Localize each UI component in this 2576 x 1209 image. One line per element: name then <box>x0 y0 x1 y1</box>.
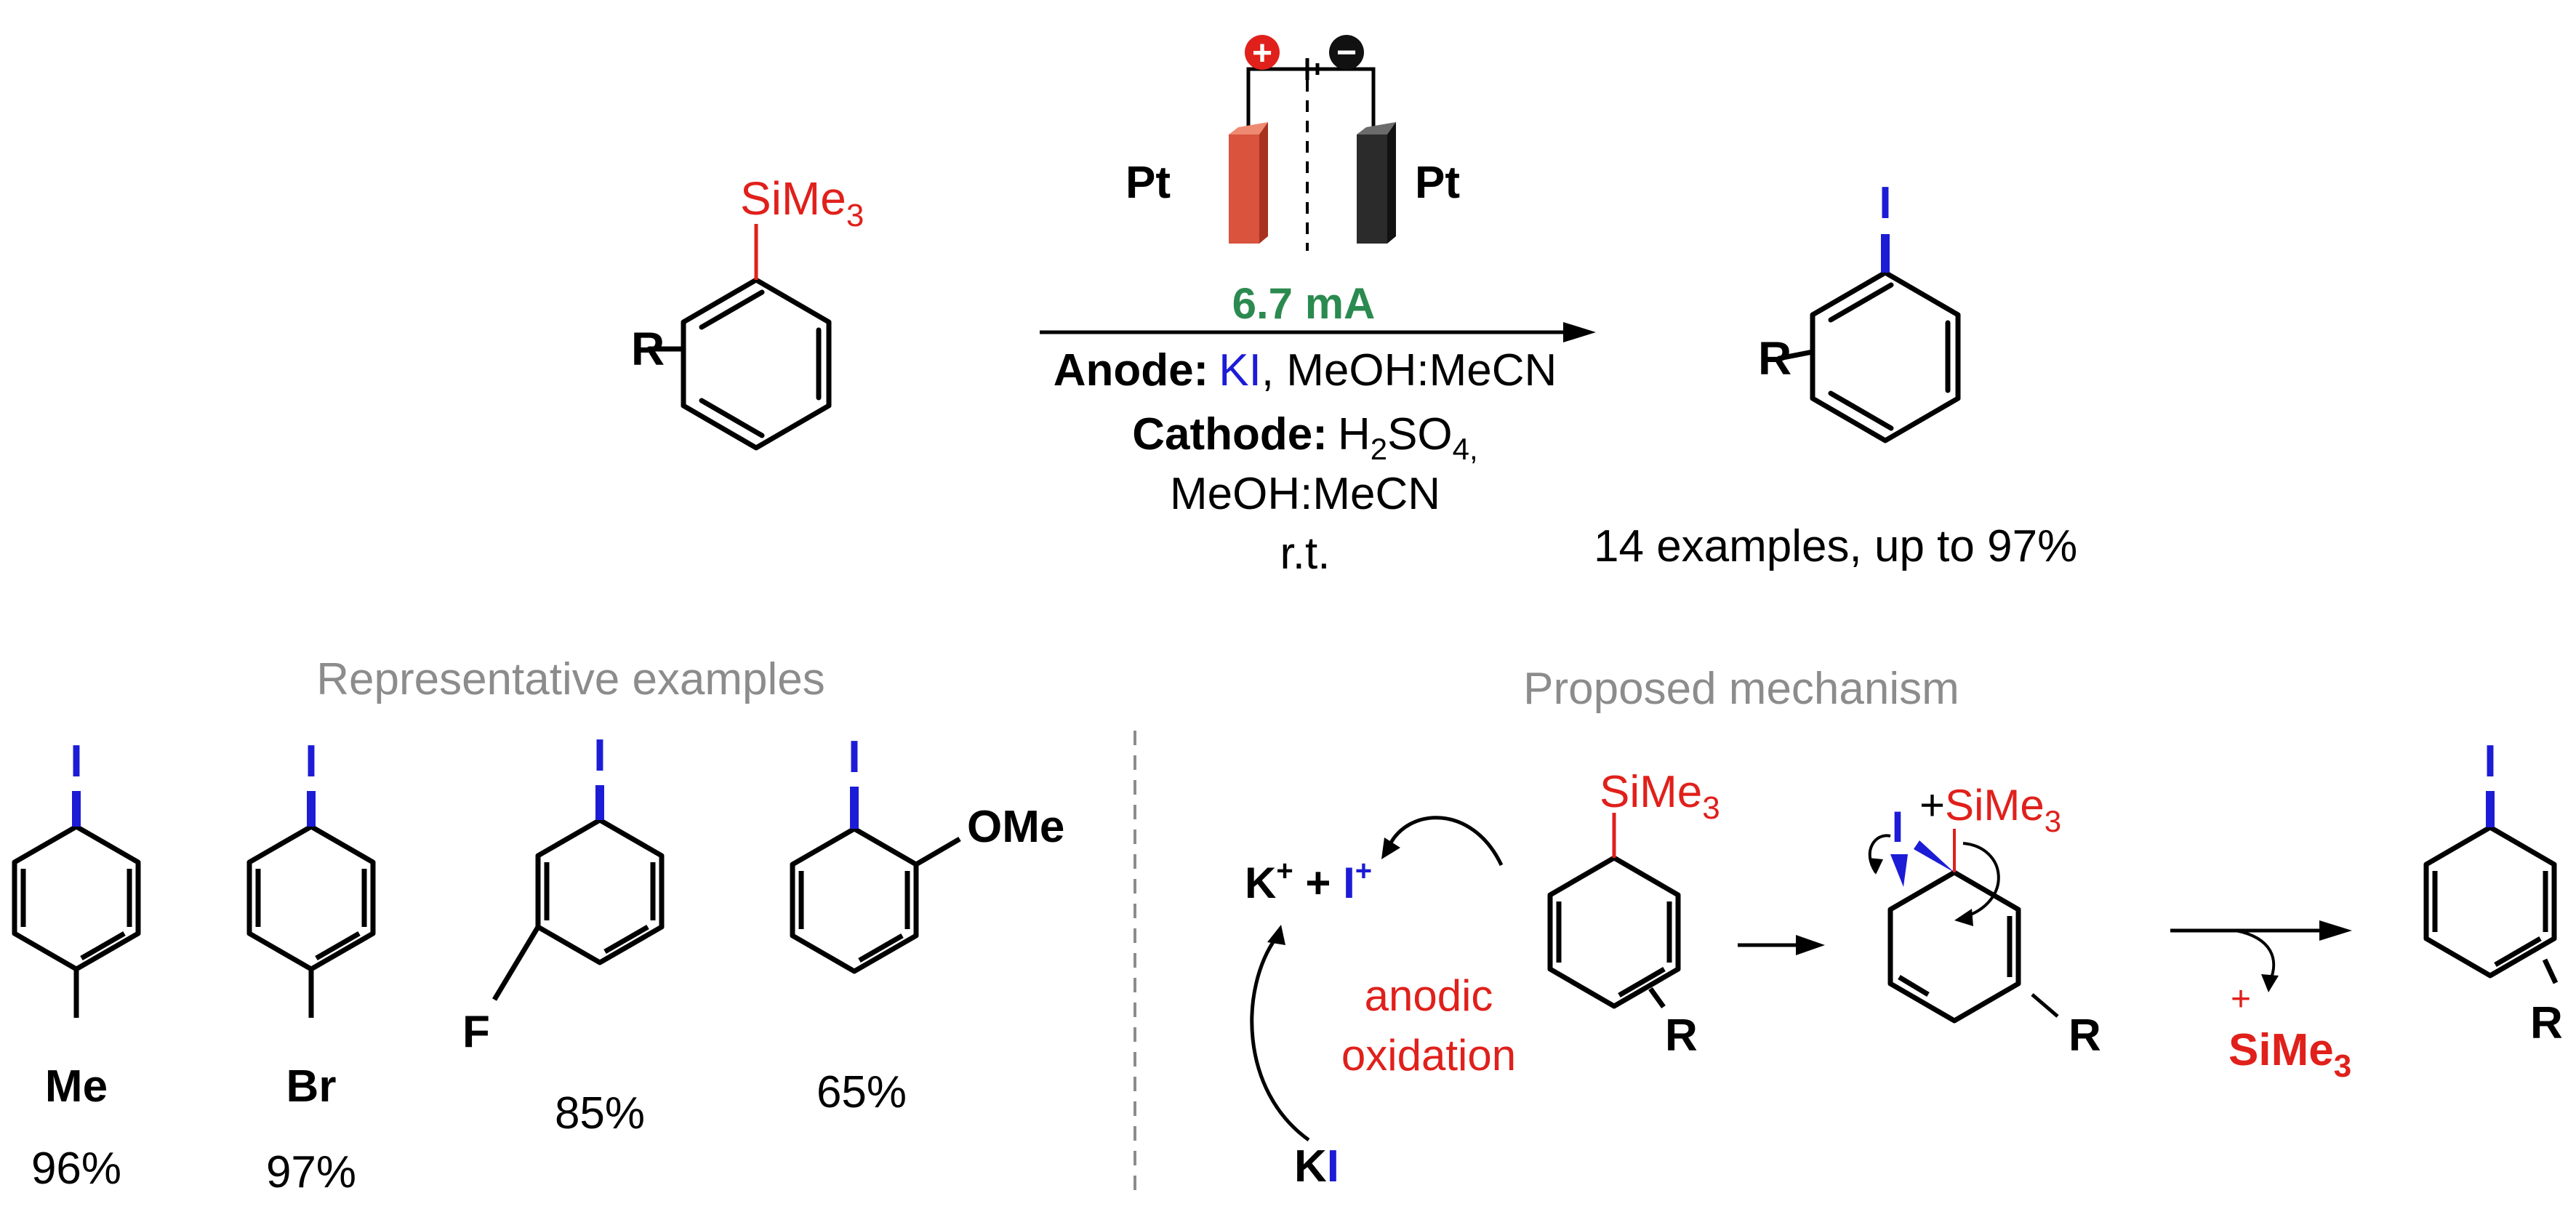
mechanism-r-3: R <box>2530 998 2563 1048</box>
ki-reagent: KI <box>1294 1141 1339 1192</box>
mechanism-r-2: R <box>2069 1011 2101 1061</box>
oxidation-label: oxidation <box>1341 1031 1516 1080</box>
mechanism-product <box>2423 824 2559 984</box>
mechanism-heading: Proposed mechanism <box>1523 664 1959 714</box>
mechanism-aryl-tms <box>1547 855 1681 1009</box>
example-4-iodo: I <box>848 732 860 782</box>
svg-text:−: − <box>1336 33 1357 72</box>
electrophile-arrow <box>1387 816 1504 867</box>
mechanism-r-1: R <box>1665 1011 1698 1061</box>
cathode-solvent: MeOH:MeCN <box>1170 469 1440 519</box>
example-1-substituent: Me <box>45 1061 108 1112</box>
tms-label: SiMe3 <box>740 172 864 233</box>
example-4-yield: 65% <box>816 1067 907 1117</box>
examples-heading: Representative examples <box>316 654 825 704</box>
anode-conditions: Anode:KI, MeOH:MeCN <box>1054 345 1557 395</box>
example-2-iodo: I <box>305 736 317 787</box>
cathode-electrode <box>1357 134 1387 244</box>
example-4-substituent: OMe <box>967 802 1064 852</box>
example-1-yield: 96% <box>31 1144 121 1194</box>
example-2-yield: 97% <box>266 1147 356 1197</box>
iodine-wedge <box>1890 854 1908 887</box>
starting-material <box>646 277 832 451</box>
wheland-iodo: I <box>1892 803 1904 851</box>
product-structure <box>1776 270 1961 443</box>
anode-electrode <box>1229 134 1259 244</box>
product-iodo-label: I <box>1879 178 1891 228</box>
k-plus-i-plus: K+ + I+ <box>1245 855 1372 907</box>
leaving-group-tms: SiMe3 <box>2228 1025 2351 1084</box>
example-3-yield: 85% <box>555 1088 645 1138</box>
r-group-label: R <box>631 323 665 375</box>
example-3-substituent: F <box>462 1007 490 1057</box>
example-3-iodo: I <box>593 731 606 781</box>
temperature: r.t. <box>1280 529 1331 579</box>
svg-text:+: + <box>1252 34 1272 73</box>
current-label: 6.7 mA <box>1232 279 1376 328</box>
electrochemical-cell: + − <box>1229 33 1396 251</box>
example-3-structure <box>491 817 665 1001</box>
example-1-structure <box>12 824 141 1018</box>
product-r-label: R <box>1758 332 1791 385</box>
right-electrode-label: Pt <box>1415 158 1460 208</box>
left-electrode-label: Pt <box>1126 158 1171 208</box>
negative-terminal-icon <box>1329 35 1364 70</box>
leaving-group-plus: + <box>2231 980 2251 1019</box>
example-2-substituent: Br <box>286 1061 337 1112</box>
elimination-arrow-2 <box>1962 842 2000 919</box>
mechanism-product-iodo: I <box>2484 736 2496 787</box>
oxidation-arrow <box>1250 936 1310 1142</box>
scope-summary: 14 examples, up to 97% <box>1594 521 2077 571</box>
anodic-label: anodic <box>1365 971 1493 1020</box>
mechanism-tms-label: SiMe3 <box>1600 767 1720 826</box>
positive-terminal-icon <box>1245 35 1280 70</box>
example-4-structure <box>790 826 961 974</box>
example-2-structure <box>246 824 376 1018</box>
example-1-iodo: I <box>70 736 82 787</box>
cathode-conditions: Cathode:H2SO4, <box>1132 409 1477 466</box>
wheland-tms-label: +SiMe3 <box>1919 781 2061 838</box>
wedge-bond <box>1914 840 1954 872</box>
wheland-intermediate <box>1887 869 2021 1024</box>
